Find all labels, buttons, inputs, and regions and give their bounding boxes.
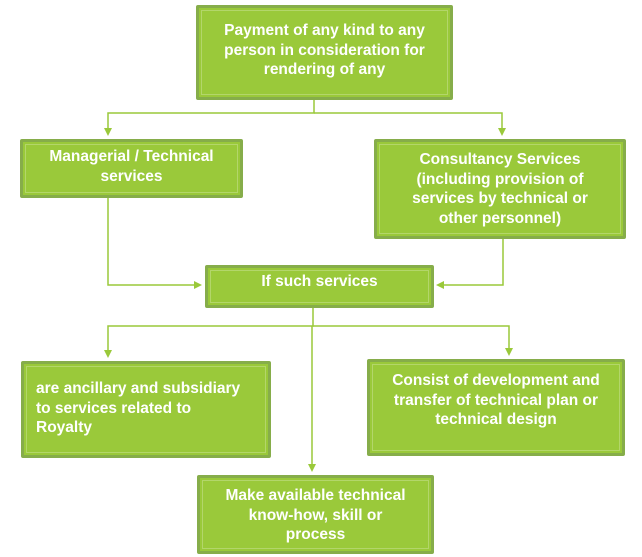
node-consultancy: Consultancy Services (including provisio… <box>374 139 626 239</box>
edge-managerial-if <box>107 197 202 289</box>
node-consultancy-line: Consultancy Services <box>419 151 581 168</box>
node-payment-line: rendering of any <box>263 61 386 78</box>
edge-payment-managerial <box>104 99 315 136</box>
edge-consultancy-if <box>436 238 504 289</box>
node-ancillary-line: are ancillary and subsidiary <box>36 380 241 397</box>
node-ancillary: are ancillary and subsidiary to services… <box>21 361 271 458</box>
node-ancillary-line: to services related to <box>36 399 192 417</box>
node-payment-line: Payment of any kind to any <box>224 22 425 39</box>
node-managerial-line: services <box>100 167 163 185</box>
node-managerial: Managerial / Technical services <box>20 139 243 198</box>
node-ancillary-line: Royalty <box>36 419 92 436</box>
node-consultancy-line: (including provision of <box>416 170 584 188</box>
node-consultancy-line: services by technical or <box>412 190 588 207</box>
edge-if-ancillary <box>104 307 314 358</box>
node-if-such-line: If such services <box>261 273 378 290</box>
node-knowhow-line: process <box>285 526 346 543</box>
node-development: Consist of development and transfer of t… <box>367 359 625 456</box>
node-consultancy-line: other personnel) <box>438 209 562 227</box>
edge-payment-consultancy <box>314 112 506 136</box>
node-development-line: technical design <box>435 411 557 428</box>
node-development-line: Consist of development and <box>392 372 600 389</box>
node-payment-line: person in consideration for <box>224 41 425 59</box>
node-payment: Payment of any kind to any person in con… <box>196 5 453 100</box>
node-knowhow-line: Make available technical <box>225 487 406 504</box>
node-managerial-line: Managerial / Technical <box>49 148 214 165</box>
node-if-such-services: If such services <box>205 265 434 308</box>
node-knowhow-line: know-how, skill or <box>248 506 383 524</box>
node-knowhow: Make available technical know-how, skill… <box>197 475 434 554</box>
node-development-line: transfer of technical plan or <box>393 391 599 409</box>
edge-if-development <box>313 325 513 356</box>
